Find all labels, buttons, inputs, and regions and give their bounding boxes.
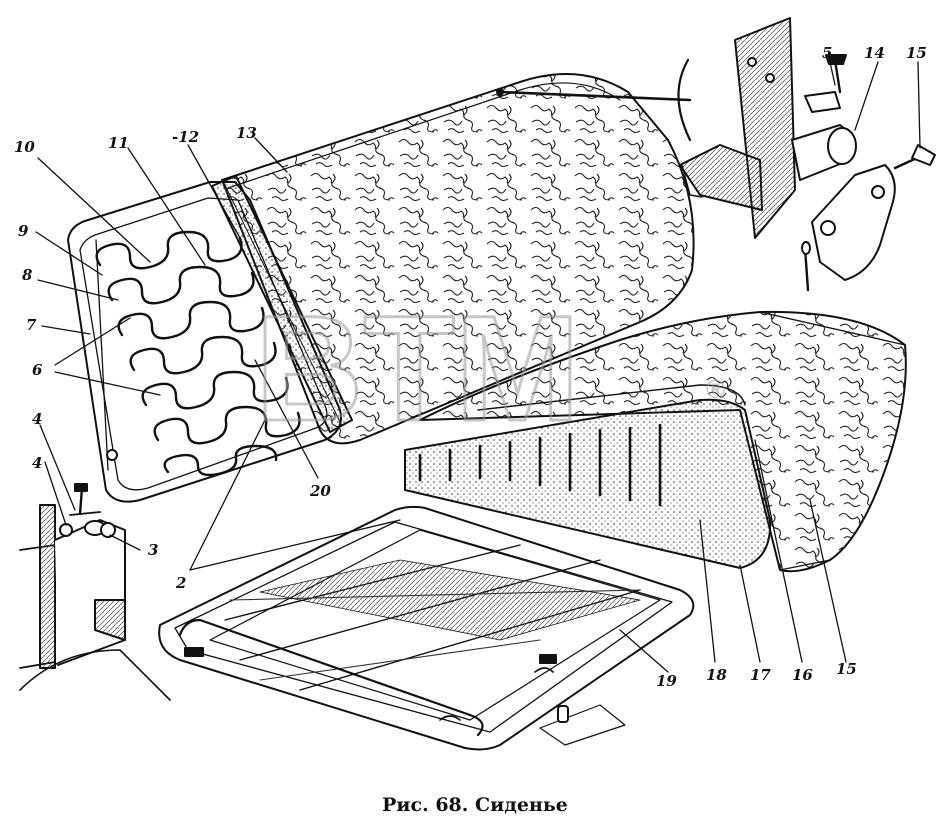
zigzag-springs	[95, 230, 301, 477]
watermark-text: BTM	[255, 284, 580, 452]
leader-lines	[35, 61, 921, 673]
callout-12: 13	[236, 124, 257, 142]
seat-frame	[158, 505, 695, 751]
callout-6: 7	[26, 316, 37, 334]
callout-17: 17	[750, 666, 771, 684]
callout-11: -12	[172, 128, 199, 146]
callout-20: 20	[309, 482, 331, 500]
callout-14: 15	[906, 44, 927, 62]
callout-numbers: 10 11 -12 13 9 8 7 6 4 4 3 2 20 5 14 15 …	[14, 44, 927, 690]
watermark-registered-mark: ®	[706, 374, 725, 404]
callout-2: 3	[148, 541, 158, 559]
floor-mount-bracket	[19, 483, 171, 701]
seat-cushion	[419, 310, 907, 573]
callout-1: 2	[175, 574, 186, 592]
callout-18: 18	[706, 666, 727, 684]
callout-15: 15	[836, 660, 857, 678]
callout-19: 19	[656, 672, 677, 690]
hinge-detail-arc	[677, 58, 692, 142]
callout-16: 16	[792, 666, 813, 684]
callout-4-left: 4	[32, 410, 42, 428]
seat-foam-block	[404, 384, 772, 569]
callout-4-right: 5	[822, 44, 832, 62]
backrest-frame	[67, 181, 342, 503]
callout-10: 11	[108, 134, 129, 152]
callout-7: 8	[22, 266, 33, 284]
figure-caption: Рис. 68. Сиденье	[382, 794, 568, 816]
callout-3: 4	[32, 454, 42, 472]
backrest-cushion	[221, 73, 695, 445]
callout-13: 14	[864, 44, 885, 62]
callout-8: 9	[18, 222, 29, 240]
hinge-bracket-assembly	[679, 17, 936, 292]
frame-pin	[539, 704, 626, 746]
callout-5: 6	[32, 361, 43, 379]
hinge-detail-leader	[498, 90, 692, 102]
callout-9: 10	[14, 138, 35, 156]
watermark: BTM ®	[254, 283, 726, 454]
